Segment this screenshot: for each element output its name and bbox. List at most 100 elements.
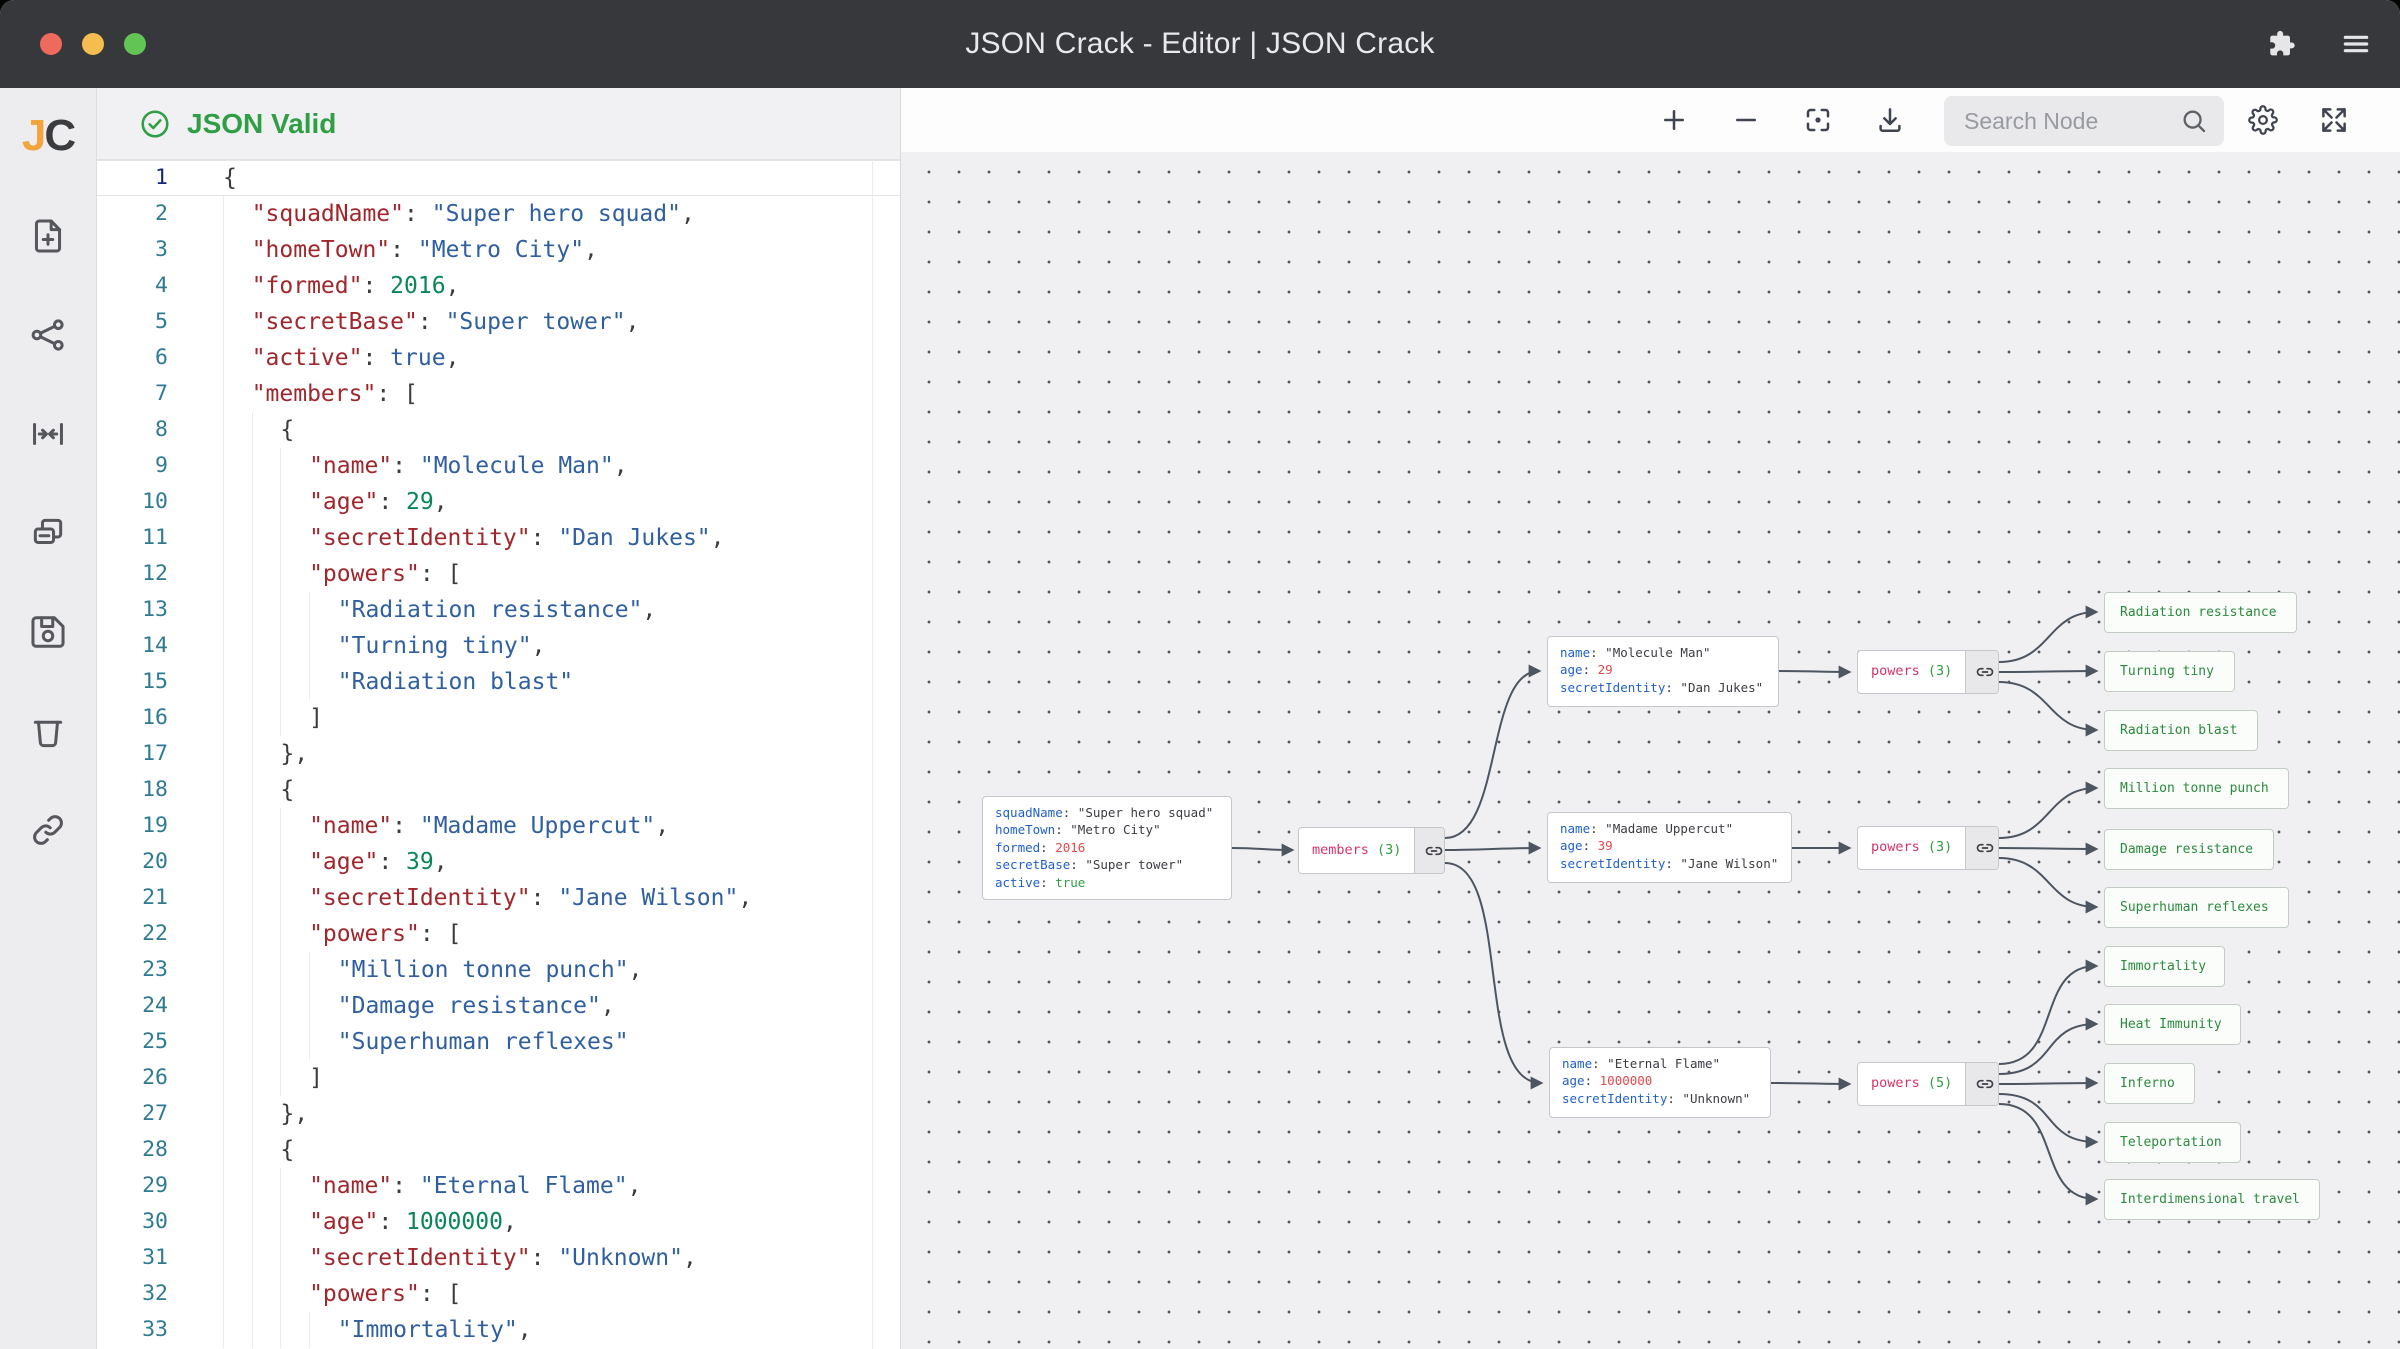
- editor-line[interactable]: 4"formed": 2016,: [97, 268, 900, 304]
- search-node-input[interactable]: [1944, 108, 2180, 135]
- expand-link-button[interactable]: [1965, 827, 1999, 869]
- editor-line[interactable]: 32"powers": [: [97, 1276, 900, 1312]
- share-link-icon[interactable]: [29, 811, 67, 849]
- editor-line[interactable]: 14"Turning tiny",: [97, 628, 900, 664]
- indent-guide: [252, 664, 281, 700]
- editor-line[interactable]: 6"active": true,: [97, 340, 900, 376]
- editor-line[interactable]: 1{: [97, 160, 900, 196]
- code-token: :: [418, 309, 446, 335]
- editor-line[interactable]: 9"name": "Molecule Man",: [97, 448, 900, 484]
- editor-line[interactable]: 3"homeTown": "Metro City",: [97, 232, 900, 268]
- editor-line[interactable]: 12"powers": [: [97, 556, 900, 592]
- graph-node-leaf-2[interactable]: Turning tiny: [2104, 651, 2235, 692]
- fullscreen-icon[interactable]: [2319, 105, 2349, 135]
- new-file-icon[interactable]: [29, 217, 67, 255]
- editor-line[interactable]: 25"Superhuman reflexes": [97, 1024, 900, 1060]
- editor-line[interactable]: 8{: [97, 412, 900, 448]
- app-logo[interactable]: JC: [22, 88, 74, 184]
- editor-line[interactable]: 10"age": 29,: [97, 484, 900, 520]
- graph-node-member-1[interactable]: name: "Molecule Man"age: 29secretIdentit…: [1547, 636, 1779, 707]
- indent-guide: [280, 808, 309, 844]
- editor-line[interactable]: 27},: [97, 1096, 900, 1132]
- search-icon[interactable]: [2180, 107, 2208, 135]
- array-node-label: powers (5): [1858, 1063, 1965, 1105]
- extension-puzzle-icon[interactable]: [2264, 28, 2296, 60]
- graph-node-member-2[interactable]: name: "Madame Uppercut"age: 39secretIden…: [1547, 812, 1792, 883]
- expand-link-button[interactable]: [1965, 1063, 1999, 1105]
- editor-line[interactable]: 26]: [97, 1060, 900, 1096]
- node-row: active: true: [995, 874, 1219, 891]
- graph-node-leaf-9[interactable]: Inferno: [2104, 1063, 2195, 1104]
- indent-guide: [280, 1276, 309, 1312]
- editor-line[interactable]: 17},: [97, 736, 900, 772]
- graph-node-leaf-3[interactable]: Radiation blast: [2104, 710, 2258, 751]
- code-content: "secretIdentity": "Dan Jukes",: [223, 520, 725, 556]
- graph-view-icon[interactable]: [29, 316, 67, 354]
- editor-line[interactable]: 11"secretIdentity": "Dan Jukes",: [97, 520, 900, 556]
- download-button[interactable]: [1875, 105, 1905, 135]
- indent-guide: [280, 1024, 309, 1060]
- delete-icon[interactable]: [29, 712, 67, 750]
- editor-line[interactable]: 13"Radiation resistance",: [97, 592, 900, 628]
- line-number: 26: [97, 1060, 168, 1096]
- graph-node-members[interactable]: members (3): [1298, 827, 1445, 874]
- collapse-width-icon[interactable]: [29, 415, 67, 453]
- leaf-text: Heat Immunity: [2120, 1016, 2222, 1033]
- editor-line[interactable]: 19"name": "Madame Uppercut",: [97, 808, 900, 844]
- indent-guide: [223, 1096, 252, 1132]
- pages-icon[interactable]: [29, 514, 67, 552]
- editor-line[interactable]: 33"Immortality",: [97, 1312, 900, 1348]
- indent-guide: [223, 376, 252, 412]
- graph-node-leaf-4[interactable]: Million tonne punch: [2104, 768, 2289, 809]
- indent-guide: [252, 808, 281, 844]
- code-token: :: [392, 453, 420, 479]
- node-value: "Dan Jukes": [1680, 680, 1763, 695]
- editor-line[interactable]: 21"secretIdentity": "Jane Wilson",: [97, 880, 900, 916]
- expand-link-button[interactable]: [1965, 651, 1999, 693]
- indent-guide: [223, 448, 252, 484]
- editor-line[interactable]: 5"secretBase": "Super tower",: [97, 304, 900, 340]
- code-token: : [: [420, 561, 462, 587]
- indent-guide: [252, 700, 281, 736]
- graph-node-leaf-11[interactable]: Interdimensional travel: [2104, 1179, 2320, 1220]
- graph-node-root[interactable]: squadName: "Super hero squad"homeTown: "…: [982, 796, 1232, 900]
- editor-line[interactable]: 30"age": 1000000,: [97, 1204, 900, 1240]
- indent-guide: [252, 1312, 281, 1348]
- graph-node-leaf-7[interactable]: Immortality: [2104, 946, 2225, 987]
- graph-node-leaf-1[interactable]: Radiation resistance: [2104, 592, 2297, 633]
- indent-guide: [252, 952, 281, 988]
- expand-link-button[interactable]: [1414, 828, 1445, 873]
- focus-center-button[interactable]: [1803, 105, 1833, 135]
- save-icon[interactable]: [29, 613, 67, 651]
- editor-line[interactable]: 20"age": 39,: [97, 844, 900, 880]
- editor-line[interactable]: 18{: [97, 772, 900, 808]
- line-number: 9: [97, 448, 168, 484]
- editor-line[interactable]: 15"Radiation blast": [97, 664, 900, 700]
- editor-line[interactable]: 16]: [97, 700, 900, 736]
- editor-line[interactable]: 29"name": "Eternal Flame",: [97, 1168, 900, 1204]
- editor-line[interactable]: 31"secretIdentity": "Unknown",: [97, 1240, 900, 1276]
- graph-node-leaf-5[interactable]: Damage resistance: [2104, 829, 2274, 870]
- graph-node-leaf-6[interactable]: Superhuman reflexes: [2104, 887, 2289, 928]
- graph-node-leaf-8[interactable]: Heat Immunity: [2104, 1004, 2241, 1045]
- editor-line[interactable]: 7"members": [: [97, 376, 900, 412]
- graph-node-member-3[interactable]: name: "Eternal Flame"age: 1000000secretI…: [1549, 1047, 1771, 1118]
- graph-node-leaf-10[interactable]: Teleportation: [2104, 1122, 2241, 1163]
- editor-line[interactable]: 24"Damage resistance",: [97, 988, 900, 1024]
- editor-line[interactable]: 28{: [97, 1132, 900, 1168]
- editor-line[interactable]: 23"Million tonne punch",: [97, 952, 900, 988]
- editor-line[interactable]: 22"powers": [: [97, 916, 900, 952]
- node-key: secretIdentity: [1562, 1091, 1667, 1106]
- menu-icon[interactable]: [2340, 28, 2372, 60]
- indent-guide: [223, 196, 252, 232]
- node-row: age: 1000000: [1562, 1072, 1758, 1089]
- graph-node-powers-1[interactable]: powers (3): [1857, 650, 1999, 694]
- settings-gear-icon[interactable]: [2248, 105, 2278, 135]
- editor-line[interactable]: 2"squadName": "Super hero squad",: [97, 196, 900, 232]
- code-token: 2016: [390, 273, 445, 299]
- code-editor[interactable]: 1{2"squadName": "Super hero squad",3"hom…: [97, 160, 900, 1349]
- zoom-out-button[interactable]: [1731, 105, 1761, 135]
- zoom-in-button[interactable]: [1659, 105, 1689, 135]
- graph-node-powers-3[interactable]: powers (5): [1857, 1062, 1999, 1106]
- graph-node-powers-2[interactable]: powers (3): [1857, 826, 1999, 870]
